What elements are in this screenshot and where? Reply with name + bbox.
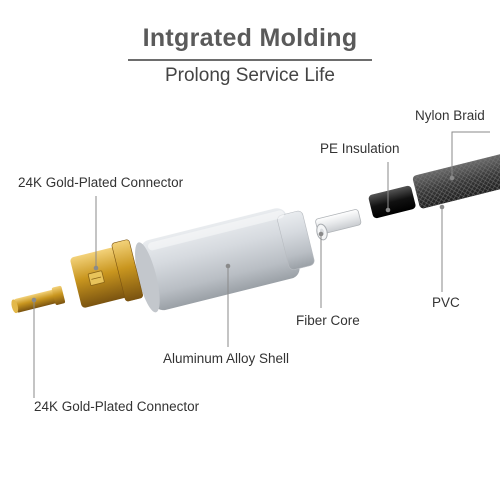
pvc-part — [368, 185, 416, 219]
cable-assembly — [11, 150, 500, 314]
marker-nylon-braid — [449, 175, 455, 181]
gold-ferrule-pin — [11, 285, 66, 314]
gold-connector-head — [70, 239, 143, 308]
label-pe-insulation: PE Insulation — [320, 141, 400, 156]
marker-aluminum-shell — [225, 263, 231, 269]
page-title: Intgrated Molding — [142, 24, 358, 52]
label-fiber-core: Fiber Core — [296, 313, 360, 328]
label-aluminum-shell: Aluminum Alloy Shell — [163, 351, 290, 366]
label-pvc: PVC — [432, 295, 460, 310]
marker-fiber-core — [318, 231, 324, 237]
label-connector-bottom: 24K Gold-Plated Connector — [34, 399, 200, 414]
marker-connector-top — [93, 265, 99, 271]
nylon-braid-part — [412, 150, 500, 209]
label-nylon-braid: Nylon Braid — [415, 108, 485, 123]
marker-pvc — [439, 204, 445, 210]
marker-connector-bottom — [31, 297, 37, 303]
label-connector-top: 24K Gold-Plated Connector — [18, 175, 184, 190]
leader-nylon-braid — [451, 131, 490, 178]
leader-lines — [33, 131, 490, 398]
page-subtitle: Prolong Service Life — [164, 65, 336, 86]
title-divider — [128, 59, 372, 61]
aluminum-shell-part — [135, 208, 315, 313]
leader-markers — [31, 175, 455, 303]
marker-pe-insulation — [385, 207, 391, 213]
